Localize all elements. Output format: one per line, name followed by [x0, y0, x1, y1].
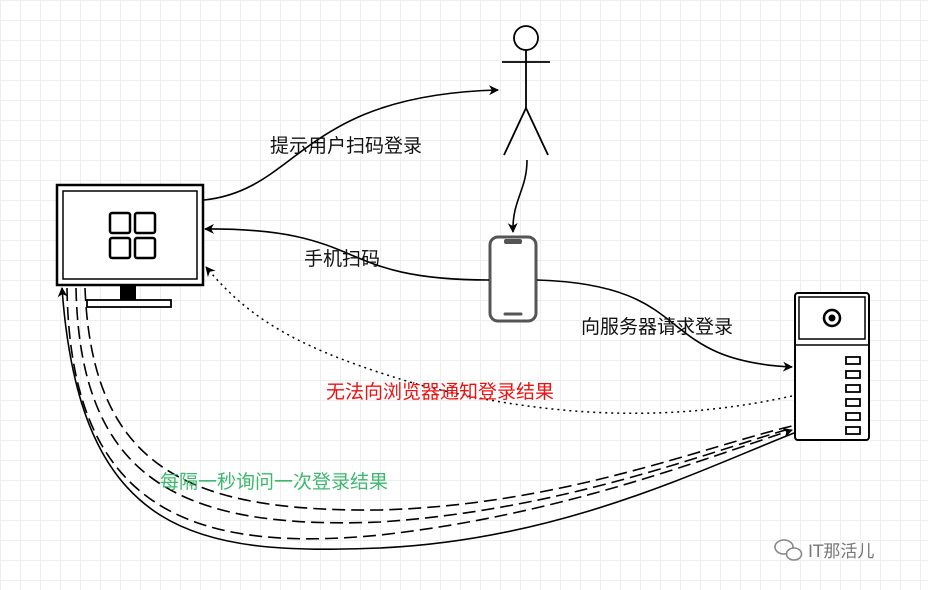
smartphone-icon: [488, 235, 538, 323]
stick-figure-icon: [502, 25, 550, 156]
wechat-icon: [774, 539, 803, 561]
desktop-monitor-icon: [55, 183, 205, 308]
polling-loop-middle: [75, 287, 793, 524]
label-phone-scan: 手机扫码: [304, 248, 380, 270]
arrow-request-login: [536, 279, 793, 372]
label-request-login: 向服务器请求登录: [581, 316, 733, 338]
arrow-cannot-notify: [205, 266, 793, 415]
server-tower-icon: [794, 292, 870, 441]
polling-loop-outer: [66, 287, 793, 540]
polling-loop-inner: [84, 287, 793, 511]
label-poll-every-second: 每隔一秒询问一次登录结果: [160, 471, 388, 493]
arrow-phone-scan: [204, 223, 490, 281]
label-prompt-scan: 提示用户扫码登录: [270, 135, 422, 157]
arrow-user-to-phone: [507, 159, 528, 233]
arrow-prompt-scan: [203, 85, 499, 201]
label-cannot-notify: 无法向浏览器通知登录结果: [326, 381, 554, 403]
polling-return-line: [57, 287, 795, 550]
watermark-text: IT那活儿: [808, 542, 874, 562]
windows-logo-icon: [108, 211, 157, 260]
